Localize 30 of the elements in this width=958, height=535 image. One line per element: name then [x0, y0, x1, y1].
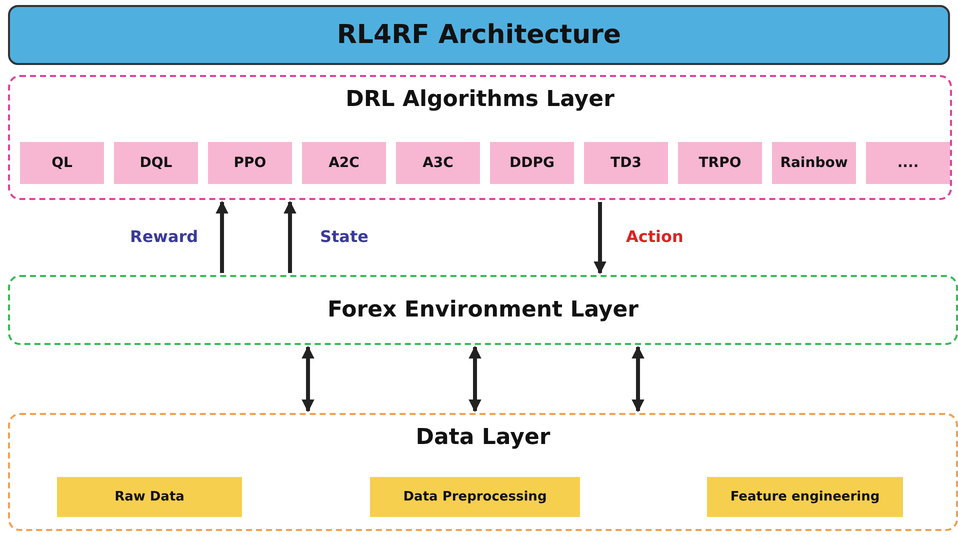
arrow	[216, 200, 228, 273]
layer-panel	[8, 413, 958, 531]
algorithm-box: TRPO	[678, 142, 762, 184]
algorithm-box: A3C	[396, 142, 480, 184]
algorithm-box: ....	[866, 142, 950, 184]
arrow	[302, 346, 314, 412]
algorithm-box: QL	[20, 142, 104, 184]
algorithm-box: PPO	[208, 142, 292, 184]
arrow	[468, 346, 482, 412]
algorithm-box: DDPG	[490, 142, 574, 184]
layer-panel	[8, 75, 952, 200]
edge-label: Action	[626, 226, 684, 246]
edge-label: State	[320, 226, 368, 246]
title-banner	[8, 5, 950, 65]
arrow	[284, 200, 296, 273]
algorithm-box: Rainbow	[772, 142, 856, 184]
layer-title: DRL Algorithms Layer	[344, 87, 616, 112]
arrow	[632, 346, 644, 412]
layer-panel	[8, 275, 958, 345]
layer-title: Forex Environment Layer	[326, 298, 640, 322]
data-step-box: Feature engineering	[707, 477, 903, 517]
edge-label: Reward	[130, 226, 198, 246]
algorithm-box: DQL	[114, 142, 198, 184]
layer-title: Data Layer	[414, 425, 552, 450]
data-step-box: Data Preprocessing	[370, 477, 580, 517]
layer-title: RL4RF Architecture	[336, 20, 622, 50]
arrow	[594, 202, 606, 274]
algorithm-box: A2C	[302, 142, 386, 184]
data-step-box: Raw Data	[57, 477, 242, 517]
algorithm-box: TD3	[584, 142, 668, 184]
